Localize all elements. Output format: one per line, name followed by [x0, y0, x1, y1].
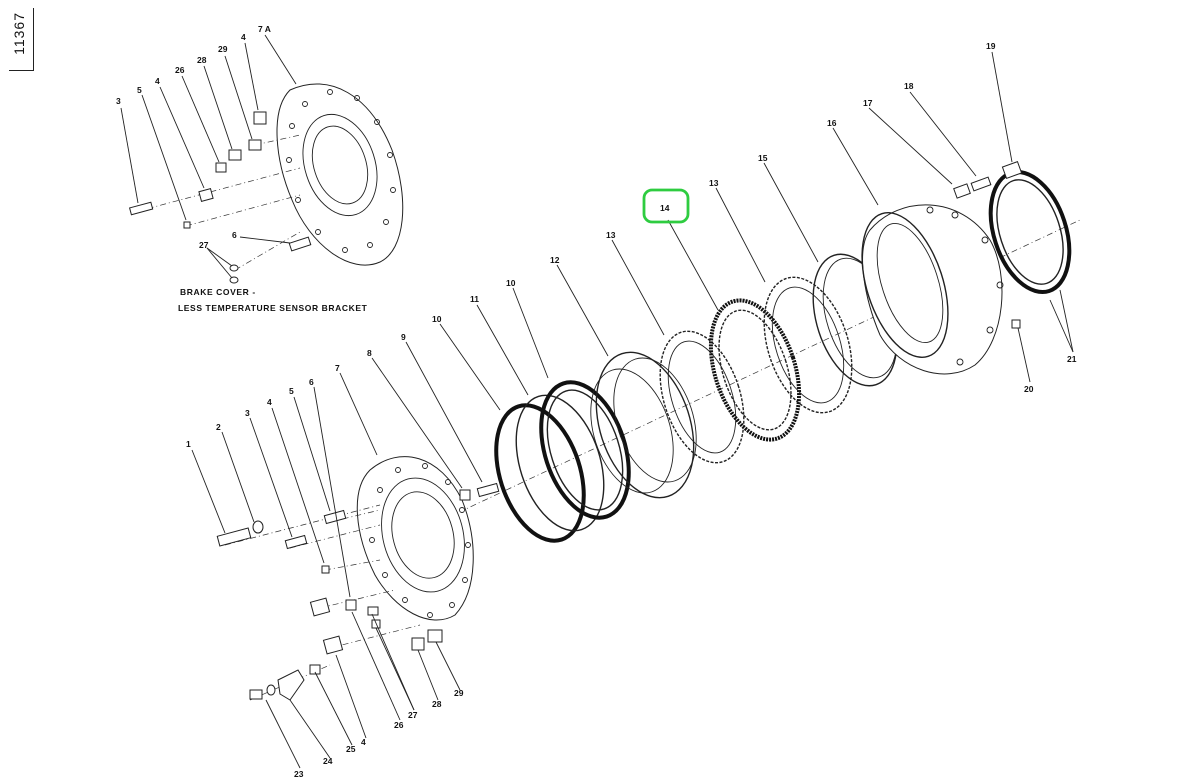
- inset-pin-6: [288, 236, 312, 252]
- callout-18: 18: [904, 81, 914, 91]
- callout-17: 17: [863, 98, 873, 108]
- inset-cover-plate: [276, 83, 404, 266]
- inset-callout-27: 27: [199, 240, 209, 250]
- callout-3: 3: [245, 408, 250, 418]
- inset-bolt-holes: [286, 89, 396, 253]
- callout-26: 26: [394, 720, 404, 730]
- inset-washer-27: [229, 264, 239, 272]
- inset-plug: [183, 221, 191, 229]
- highlight-box: [642, 188, 690, 224]
- callout-6: 6: [309, 377, 314, 387]
- inset-callout-29: 29: [218, 44, 228, 54]
- callout-20: 20: [1024, 384, 1034, 394]
- plate-number-box: 11367: [9, 8, 34, 71]
- callout-13a: 13: [606, 230, 616, 240]
- callout-19: 19: [986, 41, 996, 51]
- callout-13b: 13: [709, 178, 719, 188]
- callout-14: 14: [660, 203, 670, 213]
- main-fasteners: [216, 482, 500, 701]
- main-fitting-19: [1001, 160, 1023, 180]
- inset-fitting-28: [228, 149, 242, 161]
- callout-4: 4: [267, 397, 272, 407]
- callout-15: 15: [758, 153, 768, 163]
- main-disc-13b: [763, 276, 853, 414]
- main-fitting-17: [953, 183, 971, 199]
- main-housing: [861, 204, 1004, 375]
- main-cover-plate: [356, 456, 474, 621]
- callout-9: 9: [401, 332, 406, 342]
- inset-callout-5: 5: [137, 85, 142, 95]
- callout-24: 24: [323, 756, 333, 766]
- inset-fitting-26: [215, 162, 227, 173]
- callout-27: 27: [408, 710, 418, 720]
- callout-1: 1: [186, 439, 191, 449]
- main-fitting-20: [1011, 319, 1021, 329]
- main-seal-rings: [494, 380, 631, 543]
- inset-callout-4b: 4: [241, 32, 246, 42]
- inset-callout-4: 4: [155, 76, 160, 86]
- inset-fitting-29: [248, 139, 262, 151]
- inset-callout-28: 28: [197, 55, 207, 65]
- inset-caption-line1: BRAKE COVER -: [180, 287, 256, 297]
- inset-caption-line2: LESS TEMPERATURE SENSOR BRACKET: [178, 303, 368, 313]
- callout-11: 11: [470, 294, 479, 304]
- callout-25: 25: [346, 744, 356, 754]
- callout-4b: 4: [361, 737, 366, 747]
- inset-callout-7a: 7 A: [258, 24, 271, 34]
- highlighted-callout-14[interactable]: 14: [642, 188, 690, 224]
- callout-2: 2: [216, 422, 221, 432]
- callout-7: 7: [335, 363, 340, 373]
- callout-12: 12: [550, 255, 560, 265]
- callout-5: 5: [289, 386, 294, 396]
- main-piston: [590, 351, 697, 499]
- inset-nut: [198, 188, 214, 202]
- callout-23: 23: [294, 769, 304, 778]
- callout-28: 28: [432, 699, 442, 709]
- inset-callout-3: 3: [116, 96, 121, 106]
- callout-8: 8: [367, 348, 372, 358]
- inset-stud: [128, 201, 154, 216]
- inset-callout-26: 26: [175, 65, 185, 75]
- main-leader-lines: [191, 51, 1074, 769]
- callout-10a: 10: [432, 314, 442, 324]
- callout-10b: 10: [506, 278, 516, 288]
- main-fitting-18: [970, 176, 992, 192]
- main-friction-disc-14: [708, 298, 802, 442]
- main-disc-13a: [659, 330, 745, 464]
- inset-cover-bore: [302, 113, 378, 217]
- inset-callout-6: 6: [232, 230, 237, 240]
- inset-brake-cover: 3 5 4 26 28 29 4 7 A 6 27 BRAKE COVER - …: [116, 24, 404, 313]
- callout-16: 16: [827, 118, 837, 128]
- main-callouts: 1 2 3 4 5 6 7 8 9 10 11 10 12 13 13 15 1…: [186, 41, 1077, 778]
- callout-29: 29: [454, 688, 464, 698]
- inset-bleeder: [253, 111, 267, 125]
- callout-21: 21: [1067, 354, 1077, 364]
